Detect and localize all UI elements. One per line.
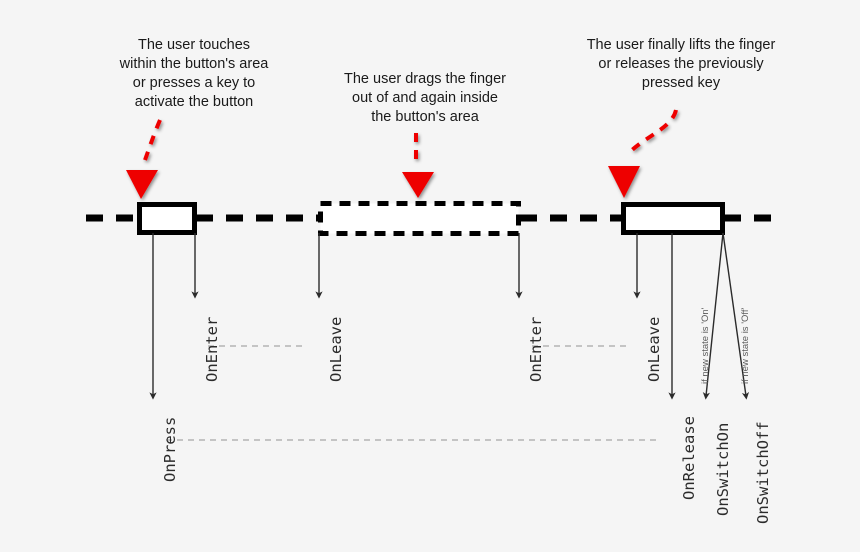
event-label-onleave-2: OnLeave bbox=[645, 316, 663, 382]
pressed-state-box bbox=[137, 202, 197, 235]
event-label-onenter-1: OnEnter bbox=[203, 316, 221, 382]
event-label-onpress: OnPress bbox=[161, 416, 179, 482]
event-label-onswitchoff: OnSwitchOff bbox=[754, 421, 772, 524]
annotation-press-text: The user touches within the button's are… bbox=[119, 37, 269, 111]
outside-state-box bbox=[318, 201, 521, 236]
event-label-onswitchon: OnSwitchOn bbox=[714, 422, 732, 516]
callout-arrow-drag bbox=[402, 133, 434, 198]
dropline-onswitchon bbox=[702, 232, 724, 400]
dropline-onswitchoff bbox=[722, 232, 750, 400]
annotation-release-text: The user finally lifts the finger or rel… bbox=[586, 37, 776, 92]
condition-label-switch-off: if new state is 'Off' bbox=[740, 307, 751, 384]
callout-arrow-press bbox=[126, 119, 162, 199]
annotation-drag-text: The user drags the finger out of and aga… bbox=[343, 71, 506, 126]
event-pair-connectors bbox=[166, 345, 660, 441]
event-label-onleave-1: OnLeave bbox=[327, 316, 345, 382]
condition-label-switch-on: if new state is 'On' bbox=[700, 307, 711, 385]
event-drop-lines bbox=[149, 232, 750, 400]
event-label-onrelease: OnRelease bbox=[680, 416, 698, 500]
callout-arrow-release bbox=[608, 109, 678, 198]
release-state-box bbox=[621, 202, 725, 235]
event-label-onenter-2: OnEnter bbox=[527, 316, 545, 382]
